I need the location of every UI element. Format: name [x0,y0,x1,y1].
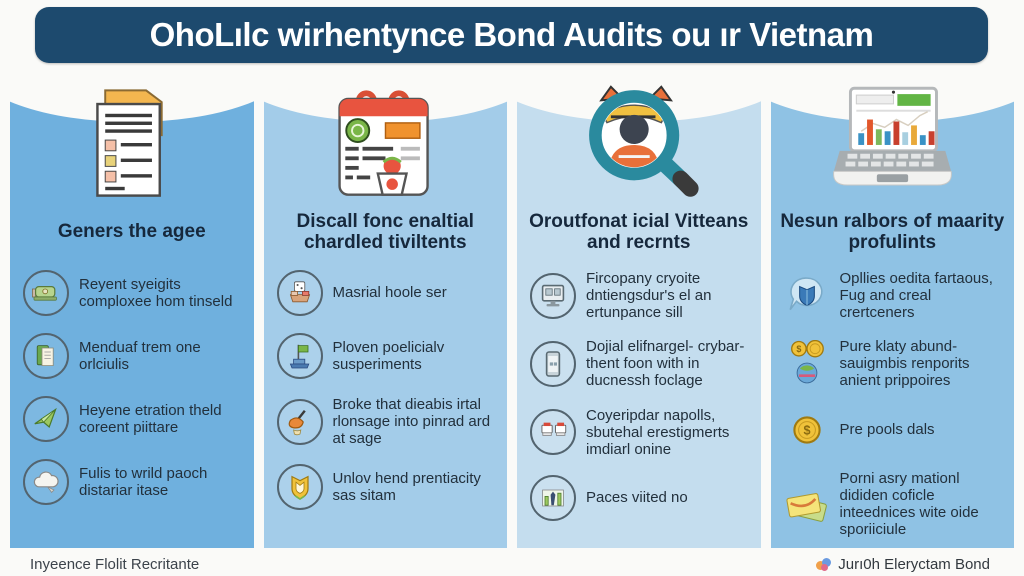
item-text: Reyent syeigits comploxee hom tinseld [79,275,233,310]
page-title: OhoLılc wirhentynce Bond Audits ou ır Vi… [149,16,874,53]
list-item: Menduaf trem one orlciulis [23,333,246,379]
fox-shield-icon [276,464,323,511]
list-item: $ Pre pools dals [784,407,1007,453]
list-item: Unlov hend prentiacity sas sitam [276,464,500,511]
item-text: Pure klaty abund- sauigmbis renporits an… [839,338,970,390]
list-item: Heyene etration theld coreent piittare [23,396,246,442]
items-list: Masrial hoole ser Ploven poelicialv susp… [264,258,508,511]
column-magnifier: Oroutfonat icial Vitteans and recrnts Fi… [517,82,761,548]
columns-container: Geners the agee Reyent syeigits comploxe… [10,82,1014,548]
svg-text:$: $ [803,423,810,437]
phone-icon [530,340,576,387]
footer-left-text: Inyeence Flolit Recritante [30,556,200,573]
column-heading: Geners the agee [57,221,206,243]
footer-right: Jurı0h Eleryctam Bond [816,556,990,573]
column-laptop: Nesun ralbors of maarity profulints Opll… [770,82,1015,548]
item-text: Porni asry mationl dididen coficle intee… [839,469,979,538]
item-text: Heyene etration theld coreent piittare [79,401,222,436]
list-item: Reyent syeigits comploxee hom tinseld [23,270,246,316]
list-item: $ Pure klaty abund- sauigmbis renporits … [784,338,1007,389]
list-item: Broke that dieabis irtal rlonsage into p… [276,396,500,448]
list-item: Opllies oedita fartaous, Fug and creal c… [784,270,1007,321]
item-text: Menduaf trem one orlciulis [79,338,201,373]
shield-bubble-icon [784,273,830,319]
item-text: Fircopany cryoite dntiengsdur's el an er… [586,270,712,322]
list-item: Fulis to wrild paoch distariar itase [23,459,246,505]
devices-icon [530,409,576,456]
calendar-stamp-icon [264,82,508,206]
item-text: Ploven poelicialv susperiments [332,338,445,373]
column-heading: Oroutfonat icial Vitteans and recrnts [529,210,749,253]
item-text: Masrial hoole ser [332,284,447,302]
items-list: Reyent syeigits comploxee hom tinseld Me… [10,258,254,505]
item-text: Coyeripdar napolls, sbutehal erestigmert… [586,406,730,458]
items-list: Opllies oedita fartaous, Fug and creal c… [771,258,1015,538]
envelopes-icon [784,481,830,527]
paper-plane-icon [23,396,69,442]
flag-icon [276,333,323,379]
chart-icon [530,474,576,521]
list-item: Coyeripdar napolls, sbutehal erestigmert… [530,407,753,458]
cloud-icon [23,459,69,505]
document-stack-icon [10,82,254,206]
list-item: Paces viited no [530,474,753,521]
item-text: Unlov hend prentiacity sas sitam [332,470,481,505]
list-item: Porni asry mationl dididen coficle intee… [784,470,1007,538]
item-text: Fulis to wrild paoch distariar itase [79,464,208,499]
list-item: Ploven poelicialv susperiments [276,333,500,379]
list-item: Fircopany cryoite dntiengsdur's el an er… [530,270,753,321]
machine-icon [23,270,69,316]
items-list: Fircopany cryoite dntiengsdur's el an er… [517,258,761,521]
column-heading: Discall fonc enaltial chardled tiviltent… [296,210,474,253]
column-heading: Nesun ralbors of maarity profulints [780,210,1005,253]
list-item: Dojial elifnargel- crybar-thent foon wit… [530,338,753,389]
gavel-icon [276,398,323,445]
item-text: Pre pools dals [839,421,935,439]
item-text: Broke that dieabis irtal rlonsage into p… [332,396,491,448]
title-bar: OhoLılc wirhentynce Bond Audits ou ır Vi… [35,7,988,63]
column-calendar: Discall fonc enaltial chardled tiviltent… [263,82,508,548]
book-icon [23,333,69,379]
brand-logo-icon [816,557,832,572]
magnifier-person-icon [517,82,761,206]
item-text: Opllies oedita fartaous, Fug and creal c… [839,270,993,322]
column-documents: Geners the agee Reyent syeigits comploxe… [10,82,254,548]
dice-icon [276,270,323,316]
item-text: Dojial elifnargel- crybar-thent foon wit… [586,338,745,390]
footer-right-text: Jurı0h Eleryctam Bond [838,556,990,573]
monitor-icon [530,272,576,319]
svg-text:$: $ [796,344,801,354]
coins-globe-icon: $ [784,339,830,387]
laptop-chart-icon [771,82,1015,206]
coin-icon: $ [784,407,830,453]
item-text: Paces viited no [586,489,688,507]
list-item: Masrial hoole ser [276,270,500,316]
